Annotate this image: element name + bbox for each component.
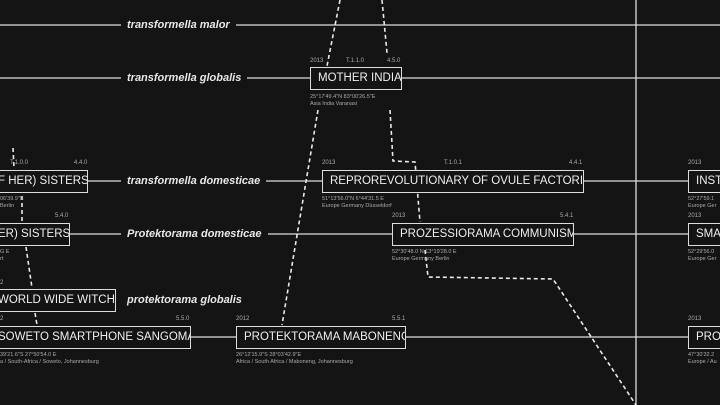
node-coords: 26°12'15.9"S 28°03'42.9"E (236, 352, 302, 358)
node-world-wide-witch[interactable]: WORLD WIDE WITCH (0, 289, 116, 312)
node-place: rt (0, 256, 4, 262)
node-place: Europe / Au (688, 359, 717, 365)
node-year: 2013 (392, 213, 406, 219)
node-coords: G E (0, 249, 10, 255)
node-year: 2 (0, 316, 4, 322)
node-prot[interactable]: PROT (688, 326, 720, 349)
node-year: 2013 (688, 316, 702, 322)
node-code: T.1.1.0 (346, 58, 365, 64)
node-place: Europe Germany Düsseldorf (322, 203, 392, 209)
node-coords: 47°30'32.2 (688, 352, 715, 358)
dashed-link (34, 312, 38, 326)
node-number: 4.5.0 (387, 58, 401, 64)
row-label: transformella malor (121, 19, 236, 31)
node-place: Berlin (0, 203, 15, 209)
node-protektorama-maboneng[interactable]: PROTEKTORAMA MABONENG (236, 326, 406, 349)
node-soweto-smartphone-sangoma[interactable]: SOWETO SMARTPHONE SANGOMA (0, 326, 191, 349)
node-code: T.1.0.0 (10, 160, 29, 166)
node-place: Europe Germany Berlin (392, 256, 450, 262)
node-coords: 52°30'48.0 N 13°19'28.0 E (392, 249, 457, 255)
dashed-link (12, 147, 15, 169)
node-place: Europe Ger (688, 256, 717, 262)
node-place: a / South-Africa / Soweto, Johannesburg (0, 359, 99, 365)
node-mother-india[interactable]: MOTHER INDIA (310, 67, 402, 90)
node-her-sisters-2[interactable]: ER) SISTERS (0, 223, 70, 246)
node-year: 2013 (688, 160, 702, 166)
dashed-link (281, 109, 319, 326)
node-reprorevolutionary-ovule-factories[interactable]: REPROREVOLUTIONARY OF OVULE FACTORIES (322, 170, 584, 193)
node-year: 2013 (310, 58, 324, 64)
dashed-link (326, 0, 341, 67)
dashed-link (424, 249, 637, 405)
node-number: 4.4.0 (74, 160, 88, 166)
node-number: 5.5.1 (392, 316, 406, 322)
node-number: 5.4.0 (55, 213, 69, 219)
dashed-link (381, 0, 388, 54)
node-coords: 51°13'56.0"N 6°44'31.5 E (322, 196, 384, 202)
node-her-sisters[interactable]: F HER) SISTERS (0, 170, 88, 193)
node-place: Asia India Varanasi (310, 101, 357, 107)
node-number: 5.4.1 (560, 213, 574, 219)
node-prozessiorama-communism[interactable]: PROZESSIORAMA COMMUNISM (392, 223, 574, 246)
node-coords: 06'39.9"E (0, 196, 24, 202)
row-label: protektorama globalis (121, 294, 248, 306)
node-number: 4.4.1 (569, 160, 583, 166)
node-year: 2012 (236, 316, 250, 322)
row-label: Protektorama domesticae (121, 228, 268, 240)
dashed-link (25, 246, 33, 289)
node-year: 2013 (688, 213, 702, 219)
node-inst[interactable]: INST (688, 170, 720, 193)
node-number: 5.5.0 (176, 316, 190, 322)
node-coords: 39'21.6"S 27°50'54.0 E (0, 352, 57, 358)
node-coords: 52°29'56.0 (688, 249, 715, 255)
node-year: 2 (0, 280, 4, 286)
row-label: transformella domesticae (121, 175, 267, 187)
node-coords: 25°17'49.4"N 83°00'26.5"E (310, 94, 376, 100)
node-coords: 52°27'59.1 (688, 196, 715, 202)
node-code: T.1.0.1 (444, 160, 463, 166)
node-place: Africa / South Africa / Maboneng, Johann… (236, 359, 353, 365)
node-sma[interactable]: SMA (688, 223, 720, 246)
row-label: transformella globalis (121, 72, 248, 84)
dashed-link (389, 109, 421, 223)
node-year: 2013 (322, 160, 336, 166)
node-place: Europe Ger (688, 203, 717, 209)
